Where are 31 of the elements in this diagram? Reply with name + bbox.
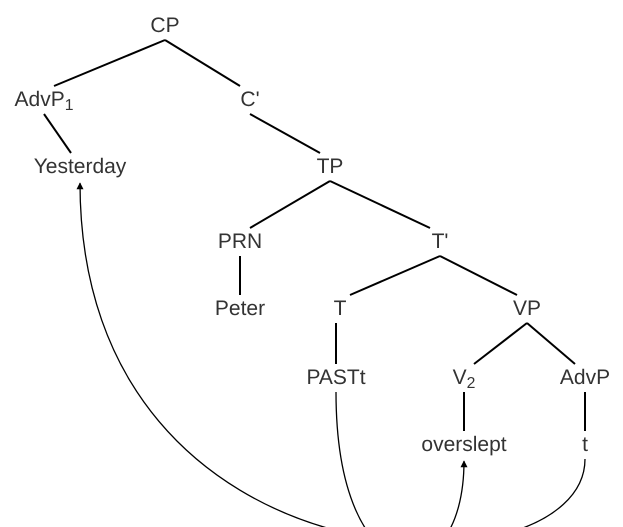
node-label: T' — [432, 230, 448, 253]
node-label: Yesterday — [34, 155, 126, 178]
tree-branch — [440, 255, 518, 296]
node-label: CP — [150, 14, 180, 37]
tree-branch — [43, 113, 72, 154]
tree-branch — [526, 322, 576, 365]
node-label: V$_{2}$ — [452, 366, 476, 389]
node-label: AdvP$_{1}$ — [14, 88, 74, 111]
node-label: C' — [240, 88, 260, 111]
movement-arrow — [77, 182, 586, 527]
node-label: T — [334, 297, 346, 320]
tree-branch — [54, 39, 166, 87]
node-label: AdvP — [560, 366, 610, 389]
tree-branch — [335, 323, 337, 364]
tree-branch — [584, 392, 586, 431]
tree-branch — [463, 392, 465, 431]
tree-branch — [250, 180, 330, 229]
tree-branch — [239, 256, 241, 295]
tree-branch — [330, 180, 430, 229]
node-label: VP — [513, 297, 541, 320]
node-label: PASTt — [306, 366, 366, 389]
movement-arrow — [335, 392, 467, 527]
node-label: Peter — [214, 297, 266, 320]
node-label: PRN — [218, 230, 262, 253]
node-label: t — [582, 433, 588, 456]
tree-branch — [350, 255, 440, 296]
node-label: overslept — [421, 433, 507, 456]
tree-branch — [250, 113, 320, 154]
node-label: TP — [316, 155, 344, 178]
tree-branch — [164, 39, 241, 87]
tree-branch — [473, 322, 528, 365]
